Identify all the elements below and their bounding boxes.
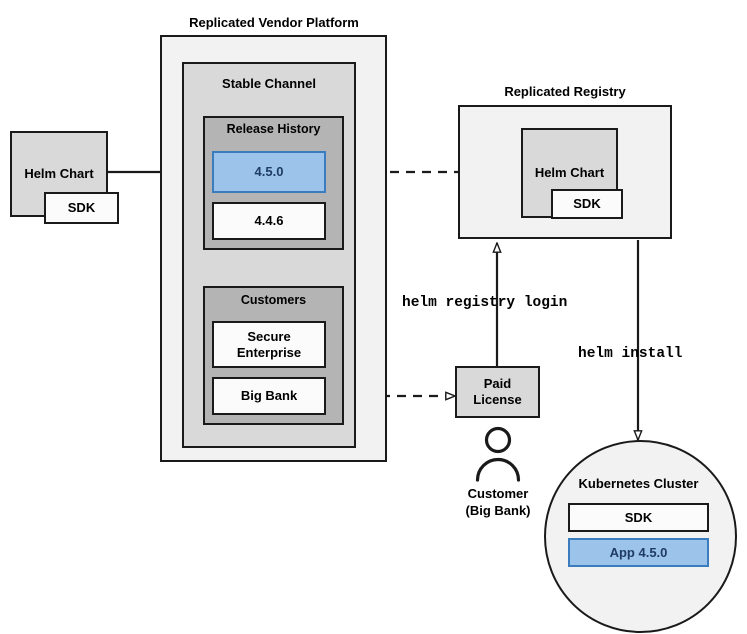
kubernetes-cluster-circle: [544, 440, 737, 633]
kubernetes-cluster-title: Kubernetes Cluster: [578, 476, 699, 491]
source-helm-chart-label: Helm Chart: [24, 166, 94, 182]
customer-actor-label-line1: Customer: [467, 486, 529, 501]
command-helm-install: helm install: [578, 346, 683, 362]
customers-title: Customers: [240, 293, 307, 307]
vendor-platform-title: Replicated Vendor Platform: [189, 15, 359, 30]
source-sdk-label: SDK: [67, 200, 96, 216]
paid-license-box: Paid License: [455, 366, 540, 418]
cluster-component-sdk: SDK: [568, 503, 709, 532]
cluster-component-app: App 4.5.0: [568, 538, 709, 567]
registry-title: Replicated Registry: [504, 84, 626, 99]
stable-channel-title: Stable Channel: [222, 76, 316, 91]
release-version-4-5-0[interactable]: 4.5.0: [212, 151, 326, 193]
customer-actor-label-line2: (Big Bank): [465, 503, 531, 518]
registry-helm-chart-label: Helm Chart: [534, 165, 605, 181]
command-helm-registry-login: helm registry login: [402, 295, 568, 311]
customer-big-bank[interactable]: Big Bank: [212, 377, 326, 415]
registry-sdk-box: SDK: [551, 189, 623, 219]
release-version-4-4-6[interactable]: 4.4.6: [212, 202, 326, 240]
registry-sdk-label: SDK: [573, 196, 601, 212]
customer-secure-enterprise[interactable]: Secure Enterprise: [212, 321, 326, 368]
person-icon: [475, 426, 521, 482]
source-sdk-box: SDK: [44, 192, 119, 224]
release-history-title: Release History: [226, 122, 321, 136]
